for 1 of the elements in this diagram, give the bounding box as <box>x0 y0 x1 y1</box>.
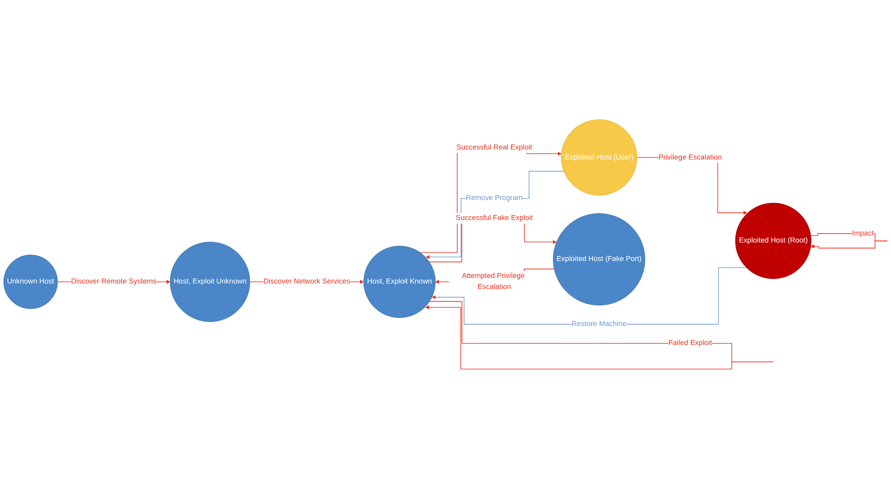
arrow <box>426 171 564 260</box>
